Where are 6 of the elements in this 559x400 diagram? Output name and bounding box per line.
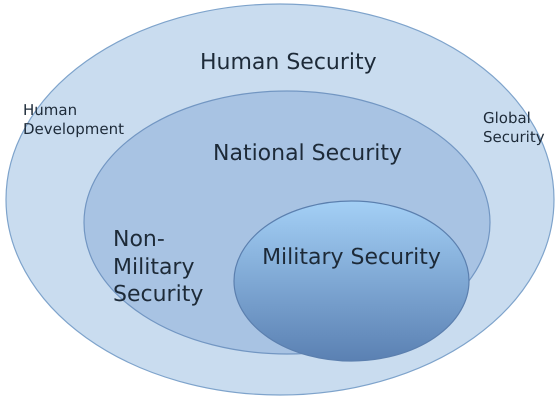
region-label: Human Development bbox=[23, 101, 125, 138]
ellipse-title: Military Security bbox=[261, 244, 442, 272]
region-label: Global Security bbox=[483, 109, 546, 146]
ellipse-title: National Security bbox=[213, 140, 402, 168]
region-label: Non-Military Security bbox=[113, 226, 204, 308]
ellipse-title: Human Security bbox=[200, 49, 377, 76]
